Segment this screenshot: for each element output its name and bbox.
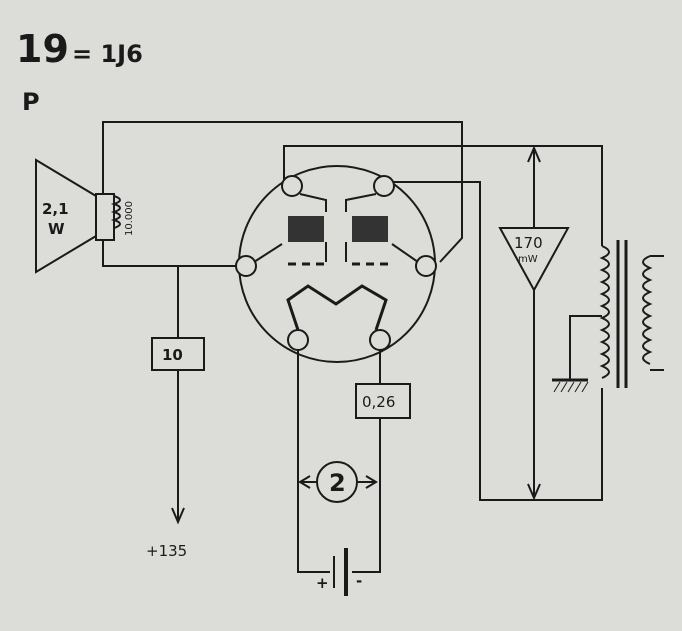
resistor-plate-value: 10 xyxy=(162,346,183,364)
filament-voltage-value: 2 xyxy=(329,469,346,497)
battery-minus: - xyxy=(356,572,362,590)
speaker-power: 2,1 xyxy=(42,200,69,218)
wire-filament-right-2 xyxy=(352,418,381,573)
input-power-value: 170 xyxy=(514,234,543,252)
filament-voltage-arrow-right xyxy=(365,475,378,489)
battery: + - xyxy=(316,548,362,596)
resistor-filament-value: 0,26 xyxy=(362,393,395,411)
wire-speaker-top xyxy=(102,121,463,263)
filament-voltage-circle xyxy=(316,461,358,503)
supply-voltage: +135 xyxy=(146,542,187,560)
speaker-unit: W xyxy=(48,220,65,238)
wire-speaker-grid xyxy=(102,240,246,267)
tube-type: = 1J6 xyxy=(72,40,143,68)
wire-top-right xyxy=(283,145,603,246)
filament-voltage-arrow-left xyxy=(298,475,311,489)
arrow-triangle-top xyxy=(527,145,541,163)
resistor-filament-box xyxy=(355,383,411,419)
wire-filament-left xyxy=(297,350,330,573)
arrow-triangle-bottom xyxy=(527,483,541,501)
tube-envelope xyxy=(235,165,437,363)
speaker-impedance: 10.000 xyxy=(124,201,135,236)
arrow-b-plus xyxy=(171,507,185,525)
input-power-unit: mW xyxy=(518,254,538,265)
battery-plus: + xyxy=(316,574,329,592)
input-transformer xyxy=(552,240,664,393)
tube-number: 19 xyxy=(16,27,69,71)
resistor-plate-box xyxy=(151,337,205,371)
loudspeaker: 2,1 W 10.000 xyxy=(35,158,135,274)
base-letter: P xyxy=(22,88,40,116)
